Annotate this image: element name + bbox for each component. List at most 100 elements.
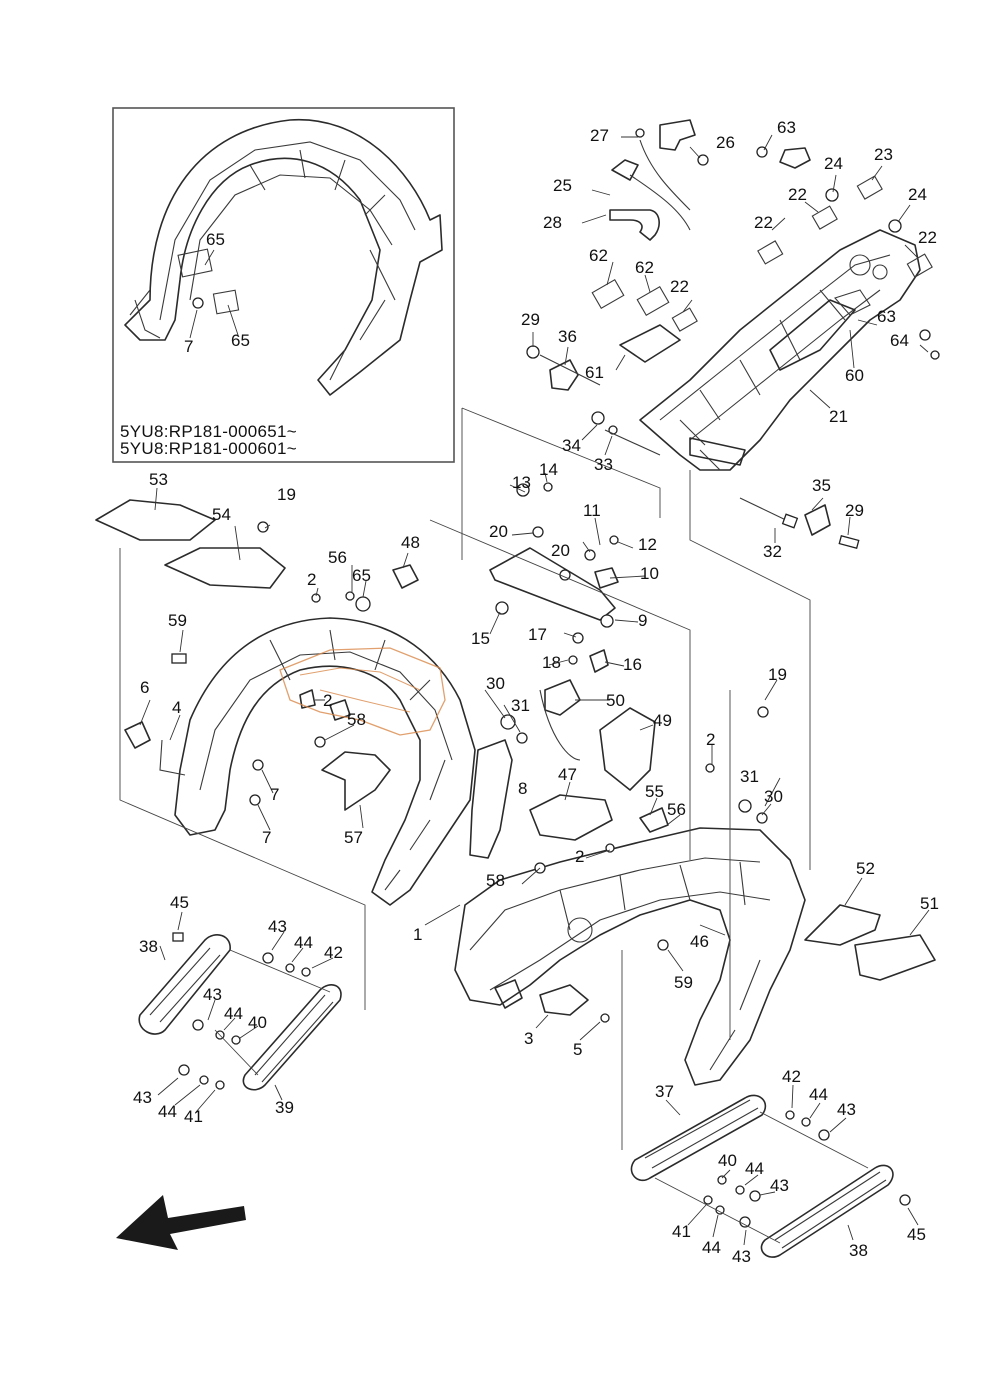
callout-24: 24 — [824, 154, 843, 173]
callout-58: 58 — [347, 710, 366, 729]
callout-11: 11 — [583, 501, 601, 520]
callout-55: 55 — [645, 782, 664, 801]
callout-2: 2 — [575, 847, 584, 866]
callout-12: 12 — [638, 535, 657, 554]
callout-21: 21 — [829, 407, 848, 426]
callout-3: 3 — [524, 1029, 533, 1048]
callout-44: 44 — [158, 1102, 177, 1121]
callout-8: 8 — [518, 779, 527, 798]
callout-35: 35 — [812, 476, 831, 495]
callout-31: 31 — [740, 767, 759, 786]
callout-22: 22 — [670, 277, 689, 296]
inset-frame-drawing — [124, 118, 443, 396]
callout-65: 65 — [231, 331, 250, 350]
callout-65: 65 — [206, 230, 225, 249]
callout-50: 50 — [606, 691, 625, 710]
callout-44: 44 — [224, 1004, 243, 1023]
callout-leaders — [139, 134, 930, 1246]
callout-19: 19 — [768, 665, 787, 684]
callout-43: 43 — [133, 1088, 152, 1107]
lower-right-plates — [630, 1094, 911, 1258]
callout-14: 14 — [539, 460, 558, 479]
callout-64: 64 — [890, 331, 909, 350]
callout-52: 52 — [856, 859, 875, 878]
callout-43: 43 — [203, 985, 222, 1004]
callout-29: 29 — [521, 310, 540, 329]
callout-38: 38 — [849, 1241, 868, 1260]
callout-labels: 27 26 63 23 24 24 25 22 28 22 22 62 62 2… — [133, 118, 939, 1266]
rear-frame-assembly — [639, 229, 921, 529]
callout-15: 15 — [471, 629, 490, 648]
callout-65: 65 — [352, 566, 371, 585]
callout-30: 30 — [764, 787, 783, 806]
callout-57: 57 — [344, 828, 363, 847]
callout-63: 63 — [777, 118, 796, 137]
callout-27: 27 — [590, 126, 609, 145]
callout-56: 56 — [328, 548, 347, 567]
callout-44: 44 — [745, 1159, 764, 1178]
callout-34: 34 — [562, 436, 581, 455]
callout-62: 62 — [635, 258, 654, 277]
callout-30: 30 — [486, 674, 505, 693]
callout-53: 53 — [149, 470, 168, 489]
callout-43: 43 — [770, 1176, 789, 1195]
callout-44: 44 — [702, 1238, 721, 1257]
callout-36: 36 — [558, 327, 577, 346]
callout-32: 32 — [763, 542, 782, 561]
callout-16: 16 — [623, 655, 642, 674]
cable-parts — [609, 119, 709, 241]
left-main-frame — [95, 499, 513, 906]
callout-49: 49 — [653, 711, 672, 730]
callout-2: 2 — [323, 691, 332, 710]
callout-7: 7 — [184, 337, 193, 356]
front-direction-arrow-icon — [116, 1195, 246, 1250]
callout-56: 56 — [667, 800, 686, 819]
callout-1: 1 — [413, 925, 422, 944]
callout-40: 40 — [718, 1151, 737, 1170]
callout-40: 40 — [248, 1013, 267, 1032]
callout-37: 37 — [655, 1082, 674, 1101]
callout-2: 2 — [706, 730, 715, 749]
callout-20: 20 — [489, 522, 508, 541]
callout-60: 60 — [845, 366, 864, 385]
callout-54: 54 — [212, 505, 231, 524]
callout-42: 42 — [324, 943, 343, 962]
callout-9: 9 — [638, 611, 647, 630]
callout-7: 7 — [262, 828, 271, 847]
callout-26: 26 — [716, 133, 735, 152]
explosion-guide-lines — [119, 407, 869, 1244]
callout-5: 5 — [573, 1040, 582, 1059]
callout-43: 43 — [837, 1100, 856, 1119]
callout-22: 22 — [788, 185, 807, 204]
callout-22: 22 — [918, 228, 937, 247]
right-main-frame — [454, 706, 936, 1086]
callout-59: 59 — [168, 611, 187, 630]
center-linkage-parts — [489, 482, 656, 841]
callout-13: 13 — [512, 473, 531, 492]
callout-43: 43 — [268, 917, 287, 936]
callout-42: 42 — [782, 1067, 801, 1086]
callout-51: 51 — [920, 894, 939, 913]
callout-61: 61 — [585, 363, 604, 382]
bracket-and-pads — [591, 146, 940, 363]
callout-41: 41 — [672, 1222, 691, 1241]
variant-inset-box: 65 65 7 5YU8:RP181-000651~ 5YU8:RP181-00… — [112, 107, 455, 463]
callout-28: 28 — [543, 213, 562, 232]
callout-41: 41 — [184, 1107, 203, 1126]
callout-4: 4 — [172, 698, 181, 717]
callout-31: 31 — [511, 696, 530, 715]
callout-62: 62 — [589, 246, 608, 265]
callout-7: 7 — [270, 785, 279, 804]
callout-6: 6 — [140, 678, 149, 697]
callout-24: 24 — [908, 185, 927, 204]
callout-20: 20 — [551, 541, 570, 560]
mount-bracket-cluster — [526, 345, 860, 549]
callout-44: 44 — [809, 1085, 828, 1104]
callout-44: 44 — [294, 933, 313, 952]
callout-23: 23 — [874, 145, 893, 164]
serial-range-line-2: 5YU8:RP181-000601~ — [120, 439, 297, 458]
callout-19: 19 — [277, 485, 296, 504]
callout-29: 29 — [845, 501, 864, 520]
callout-2: 2 — [307, 570, 316, 589]
